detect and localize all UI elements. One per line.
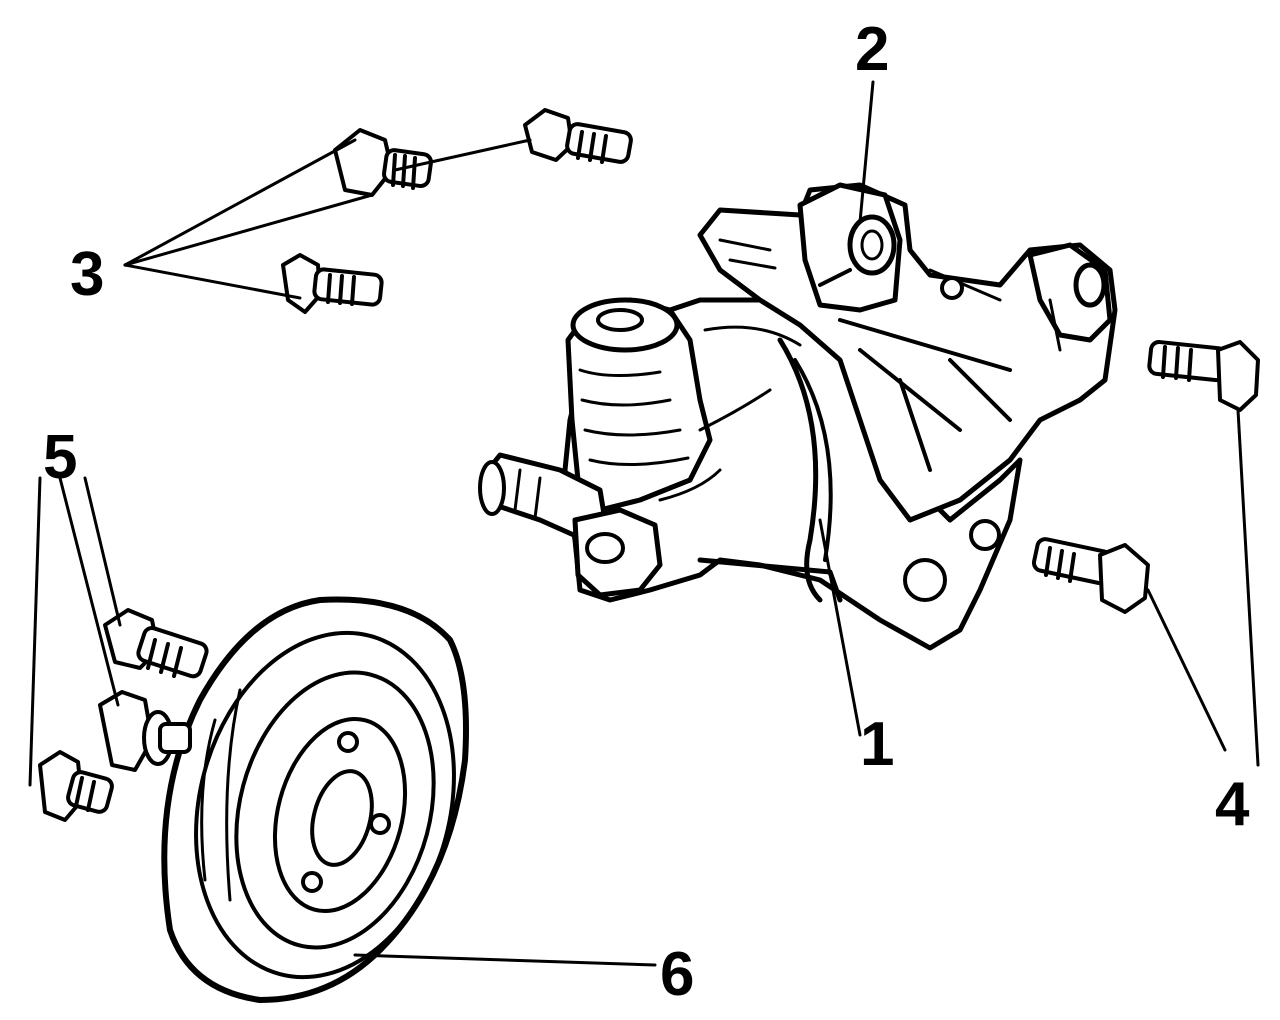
- upper-bolt-c: [281, 253, 384, 314]
- power-steering-pump: [478, 297, 1023, 651]
- callout-3: 3: [70, 240, 104, 309]
- callout-4: 4: [1215, 770, 1250, 839]
- leader-lines: [28, 80, 1260, 967]
- callout-1: 1: [860, 710, 894, 779]
- callout-2: 2: [855, 15, 889, 84]
- right-bolt-b: [1031, 537, 1150, 614]
- callout-6: 6: [660, 940, 694, 1009]
- right-bolt-a: [1147, 340, 1260, 412]
- upper-bolt-b: [523, 108, 633, 164]
- left-bolt-b: [98, 690, 192, 772]
- left-bolt-c: [38, 750, 114, 822]
- mounting-bracket: [697, 182, 1118, 523]
- left-bolt-a: [103, 608, 209, 679]
- callout-5: 5: [43, 423, 77, 492]
- upper-bolt-a: [333, 128, 433, 197]
- drive-pulley: [161, 596, 469, 1003]
